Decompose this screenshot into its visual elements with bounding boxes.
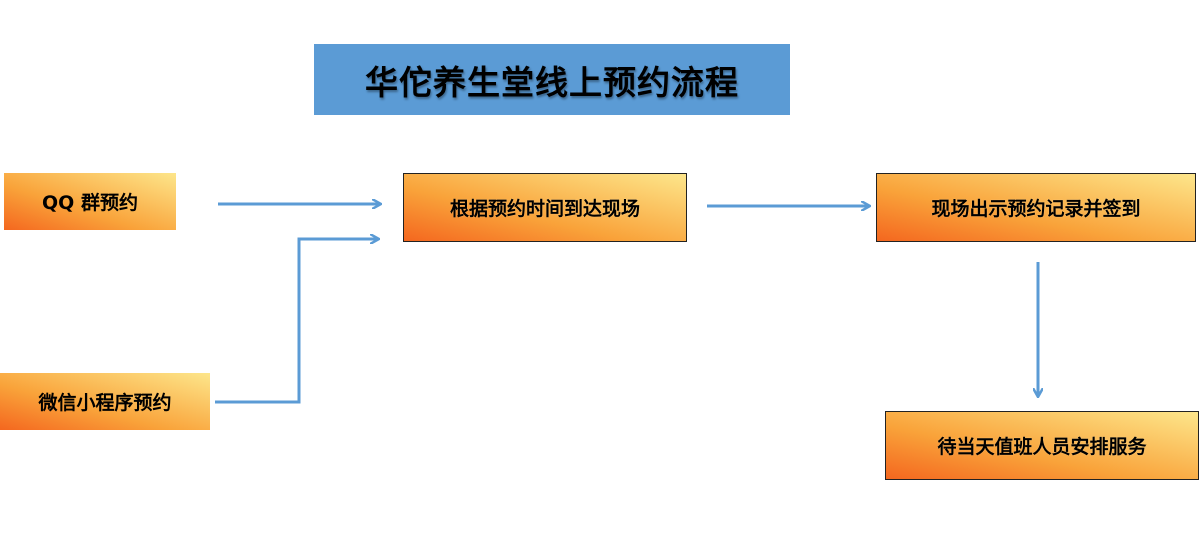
node-service-arrangement-label: 待当天值班人员安排服务 xyxy=(937,436,1147,458)
node-arrive-on-site-label: 根据预约时间到达现场 xyxy=(449,198,640,220)
page-title: 华佗养生堂线上预约流程 xyxy=(314,44,790,115)
node-arrive-on-site: 根据预约时间到达现场 xyxy=(403,173,687,242)
node-check-in-label: 现场出示预约记录并签到 xyxy=(931,198,1141,220)
node-wechat-booking-label: 微信小程序预约 xyxy=(38,392,172,414)
node-wechat-booking: 微信小程序预约 xyxy=(0,373,210,430)
node-check-in: 现场出示预约记录并签到 xyxy=(876,173,1196,242)
node-qq-booking-label: QQ 群预约 xyxy=(42,192,138,214)
arrow-wechat-to-arrive xyxy=(215,239,378,404)
node-service-arrangement: 待当天值班人员安排服务 xyxy=(885,411,1199,480)
node-qq-booking: QQ 群预约 xyxy=(4,173,176,230)
